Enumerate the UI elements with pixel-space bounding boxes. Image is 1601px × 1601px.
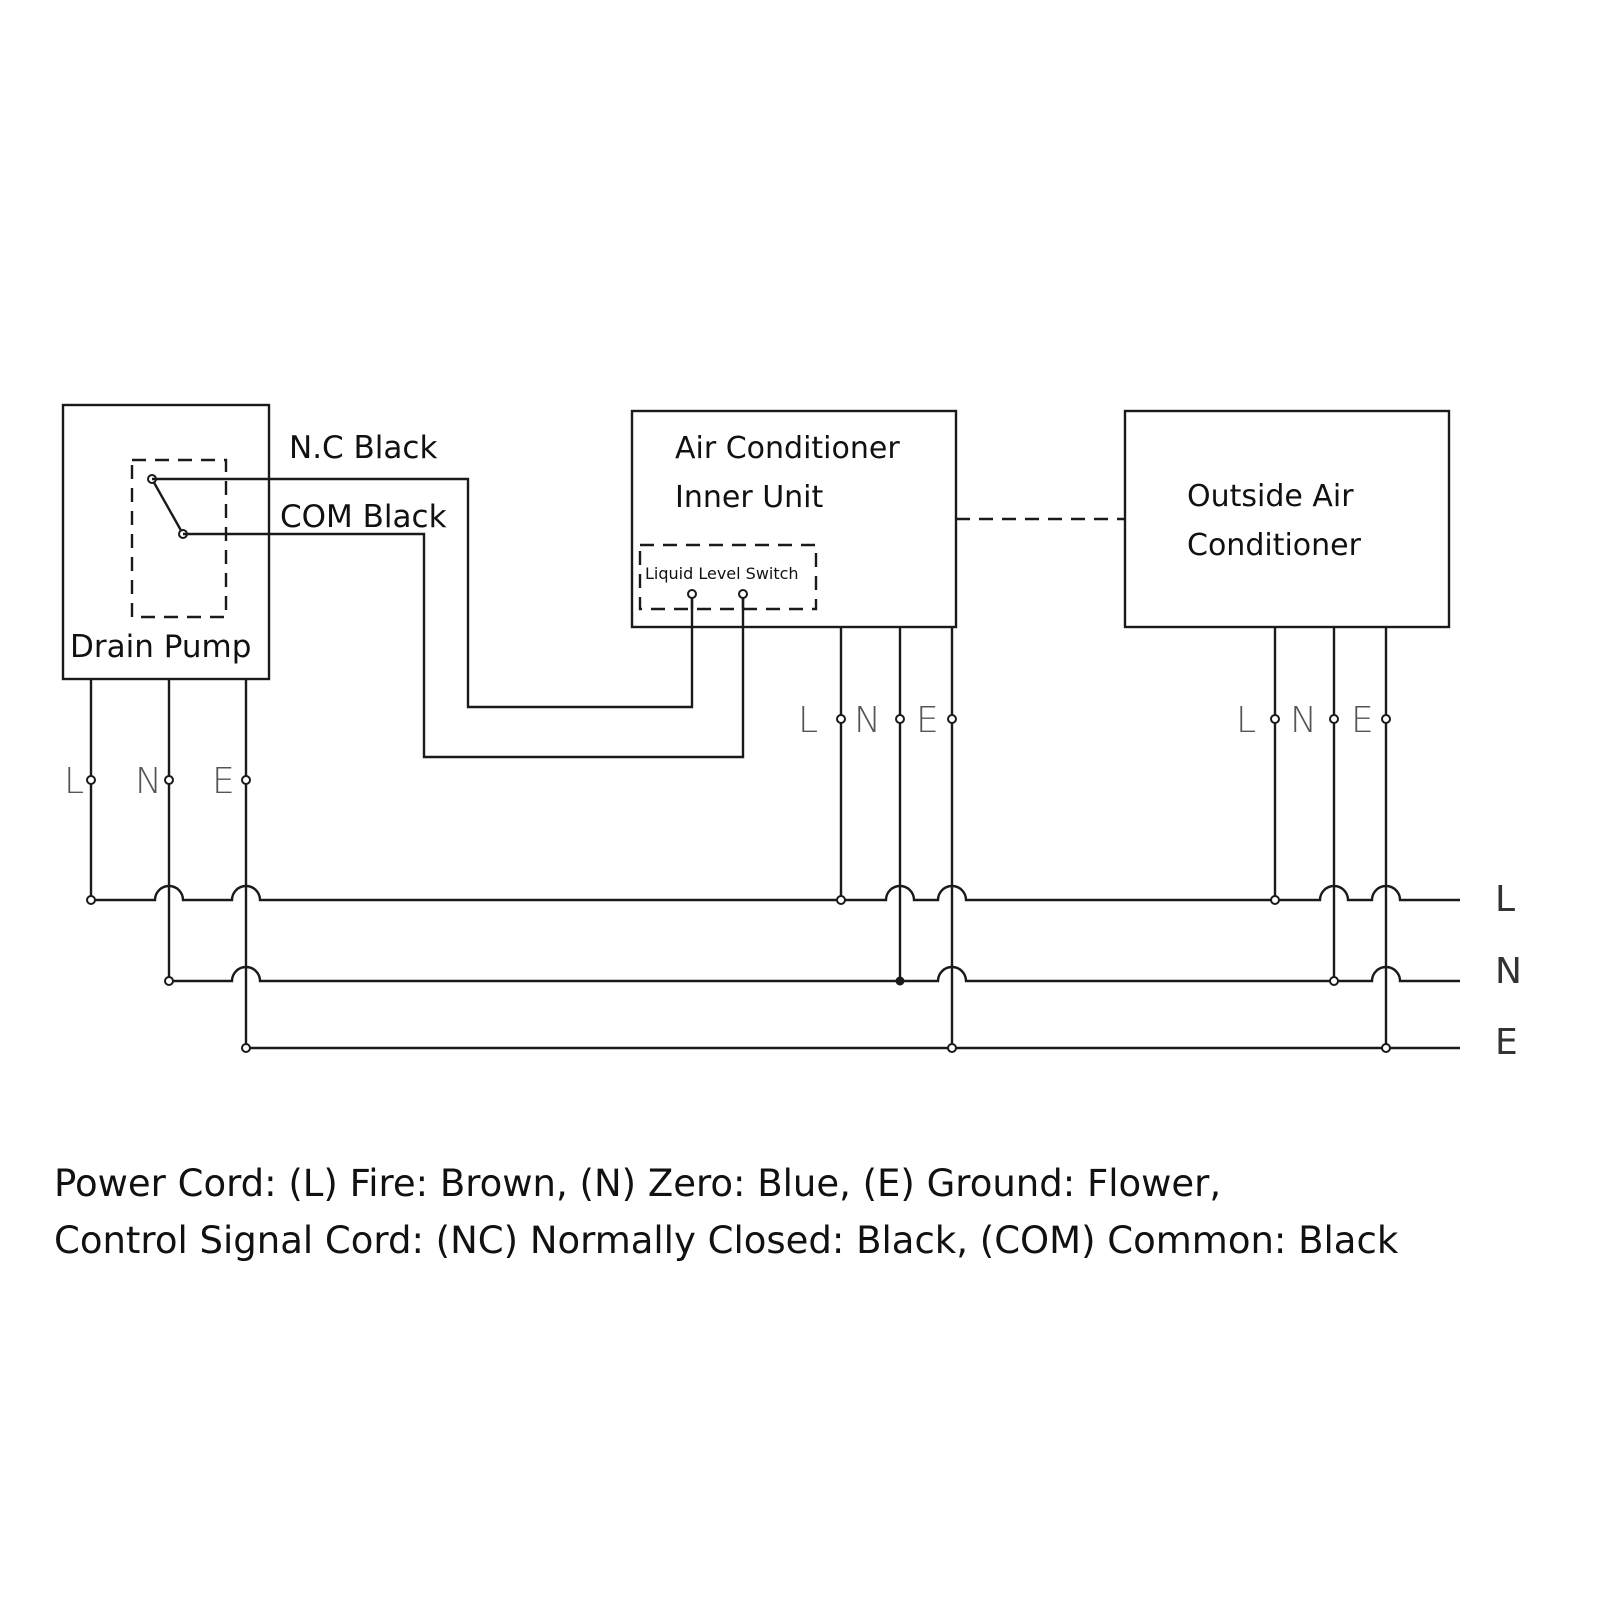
liquid-level-switch-terminal-2 xyxy=(738,589,748,599)
junction-inner-unit-e xyxy=(947,1043,957,1053)
junction-outside-unit-l xyxy=(1270,895,1280,905)
bus-lines: L N E xyxy=(86,879,1522,1063)
bus-label-n: N xyxy=(1495,951,1522,992)
liquid-level-switch-label: Liquid Level Switch xyxy=(645,564,799,583)
bus-label-e: E xyxy=(1495,1022,1518,1063)
float-switch-blade xyxy=(150,478,185,535)
outside-unit-term-n: N xyxy=(1290,700,1317,741)
nc-wire-label: N.C Black xyxy=(289,430,437,466)
bus-line-l xyxy=(91,884,1460,902)
inner-unit-term-n: N xyxy=(854,700,881,741)
liquid-level-switch-terminal-1 xyxy=(687,589,697,599)
outside-unit-term-l: L xyxy=(1236,700,1256,741)
outside-unit-dot-l xyxy=(1270,714,1280,724)
inner-unit-dot-l xyxy=(836,714,846,724)
junction-outside-unit-e xyxy=(1381,1043,1391,1053)
wire-color-caption: Power Cord: (L) Fire: Brown, (N) Zero: B… xyxy=(54,1155,1574,1269)
drain-pump-label: Drain Pump xyxy=(70,629,251,665)
drain-pump-dot-n xyxy=(164,775,174,785)
bus-line-n xyxy=(169,965,1460,983)
drain-pump-dot-l xyxy=(86,775,96,785)
inner-unit-term-l: L xyxy=(798,700,818,741)
bus-label-l: L xyxy=(1495,879,1515,920)
float-switch-dashed-box xyxy=(130,458,228,619)
terminal-dots xyxy=(86,714,1391,785)
junction-inner-unit-l xyxy=(836,895,846,905)
outside-unit-title-line2: Conditioner xyxy=(1187,528,1362,563)
outside-unit-term-e: E xyxy=(1351,700,1374,741)
inner-unit-dot-n xyxy=(895,714,905,724)
com-wire-label: COM Black xyxy=(280,499,447,535)
inner-unit-title-line2: Inner Unit xyxy=(675,480,824,515)
caption-line-1: Power Cord: (L) Fire: Brown, (N) Zero: B… xyxy=(54,1162,1222,1205)
drain-pump-dot-e xyxy=(241,775,251,785)
signal-wires: N.C Black COM Black xyxy=(152,430,745,759)
outside-unit-title-line1: Outside Air xyxy=(1187,479,1354,514)
inner-unit-term-e: E xyxy=(916,700,939,741)
outside-unit-box xyxy=(1123,409,1451,629)
inner-unit-dot-e xyxy=(947,714,957,724)
liquid-level-switch-dashed-box xyxy=(638,543,818,611)
inner-unit-block: Air Conditioner Inner Unit Liquid Level … xyxy=(630,409,958,629)
com-wire xyxy=(183,532,745,759)
drain-pump-term-e: E xyxy=(212,761,235,802)
drain-pump-term-l: L xyxy=(64,761,84,802)
drain-pump-block: Drain Pump xyxy=(61,403,271,681)
junction-outside-unit-n xyxy=(1329,976,1339,986)
junction-inner-unit-n xyxy=(895,976,905,986)
outside-unit-dot-n xyxy=(1329,714,1339,724)
terminal-labels: L N E L N E L N E xyxy=(64,700,1374,802)
power-leads xyxy=(89,627,1388,1048)
junction-drain-pump-e xyxy=(241,1043,251,1053)
drain-pump-term-n: N xyxy=(135,761,162,802)
caption-line-2: Control Signal Cord: (NC) Normally Close… xyxy=(54,1219,1399,1262)
inner-unit-title-line1: Air Conditioner xyxy=(675,431,900,466)
junction-drain-pump-n xyxy=(164,976,174,986)
junction-drain-pump-l xyxy=(86,895,96,905)
drain-pump-box xyxy=(61,403,271,681)
outside-unit-block: Outside Air Conditioner xyxy=(1123,409,1451,629)
outside-unit-dot-e xyxy=(1381,714,1391,724)
nc-wire xyxy=(152,477,694,709)
